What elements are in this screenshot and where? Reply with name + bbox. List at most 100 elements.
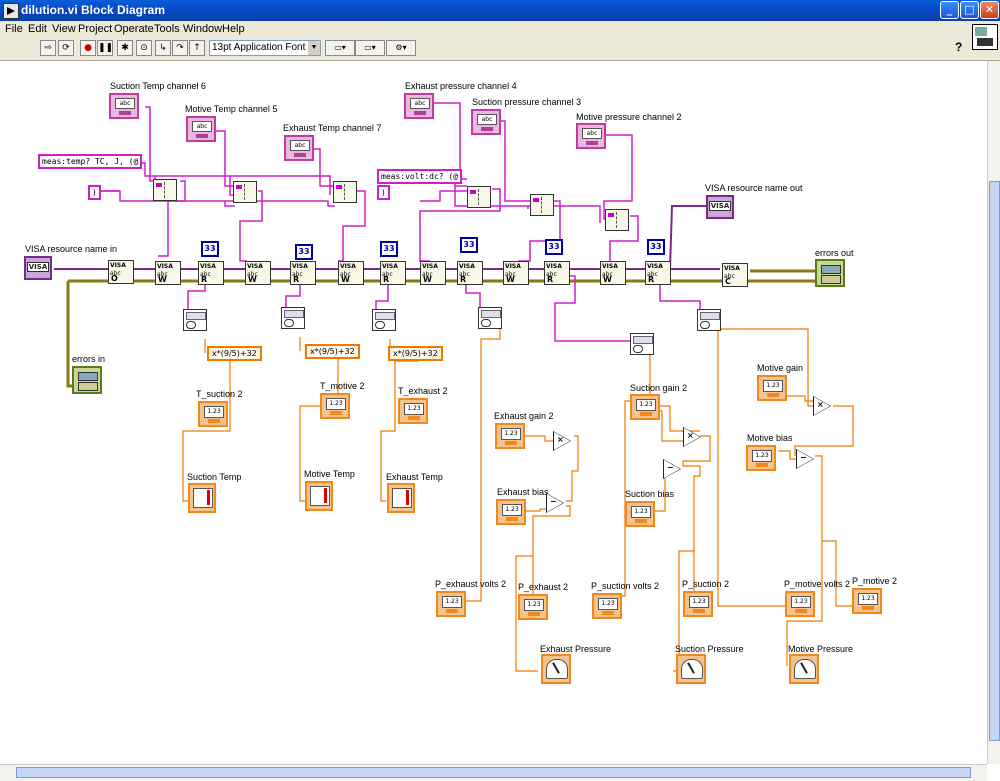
vi-app-icon[interactable] (3, 3, 19, 19)
exhaust-temp-channel-control[interactable] (284, 135, 314, 161)
menu-view[interactable]: View (52, 23, 76, 35)
suction-temp-thermometer[interactable] (188, 483, 216, 513)
subtract-node[interactable]: − (663, 459, 681, 479)
reorder-icon[interactable]: ⚙▾ (386, 40, 416, 56)
font-select[interactable]: 13pt Application Font▼ (209, 40, 321, 56)
run-arrow-icon[interactable]: ⇨ (40, 40, 56, 56)
multiply-node[interactable]: × (683, 427, 701, 447)
run-continuously-icon[interactable]: ⟳ (58, 40, 74, 56)
highlight-execution-icon[interactable]: ✱ (117, 40, 133, 56)
byte-count-constant[interactable]: 33 (380, 241, 398, 257)
byte-count-constant[interactable]: 33 (545, 239, 563, 255)
visa-read-node[interactable]: R (645, 261, 671, 285)
horizontal-scroll-thumb[interactable] (16, 767, 971, 778)
suction-temp-channel-control[interactable] (109, 93, 139, 119)
motive-pressure-gauge[interactable] (789, 654, 819, 684)
visa-read-node[interactable]: R (457, 261, 483, 285)
p-exhaust-indicator[interactable] (518, 594, 548, 620)
scan-from-string-node[interactable] (630, 333, 654, 355)
t-exhaust-indicator[interactable] (398, 398, 428, 424)
subtract-node[interactable]: − (546, 493, 564, 513)
suction-pressure-channel-control[interactable] (471, 109, 501, 135)
help-icon[interactable]: ? (955, 40, 963, 54)
abort-icon[interactable]: ● (80, 40, 96, 56)
vertical-scroll-thumb[interactable] (989, 181, 1000, 741)
concatenate-strings-node[interactable] (530, 194, 554, 216)
t-suction-indicator[interactable] (198, 401, 228, 427)
suction-bias-control[interactable] (625, 501, 655, 527)
t-motive-indicator[interactable] (320, 393, 350, 419)
scan-from-string-node[interactable] (478, 307, 502, 329)
multiply-node[interactable]: × (813, 396, 831, 416)
vi-connector-icon[interactable] (972, 24, 998, 50)
distribute-objects-icon[interactable]: ▭▾ (355, 40, 385, 56)
menu-window[interactable]: Window (183, 23, 223, 35)
formula-node[interactable]: x*(9/5)+32 (207, 346, 262, 361)
visa-write-node[interactable]: W (600, 261, 626, 285)
visa-write-node[interactable]: W (503, 261, 529, 285)
visa-write-node[interactable]: W (245, 261, 271, 285)
visa-read-node[interactable]: R (290, 261, 316, 285)
motive-gain-control[interactable] (757, 375, 787, 401)
retain-wire-values-icon[interactable]: ⊙ (136, 40, 152, 56)
menu-help[interactable]: Help (222, 23, 245, 35)
motive-pressure-channel-control[interactable] (576, 123, 606, 149)
motive-temp-thermometer[interactable] (305, 481, 333, 511)
suction-pressure-gauge[interactable] (676, 654, 706, 684)
byte-count-constant[interactable]: 33 (460, 237, 478, 253)
byte-count-constant[interactable]: 33 (295, 244, 313, 260)
concatenate-strings-node[interactable] (153, 179, 177, 201)
visa-write-node[interactable]: W (420, 261, 446, 285)
suction-gain-control[interactable] (630, 394, 660, 420)
byte-count-constant[interactable]: 33 (647, 239, 665, 255)
motive-temp-channel-control[interactable] (186, 116, 216, 142)
scan-from-string-node[interactable] (372, 309, 396, 331)
visa-read-node[interactable]: R (380, 261, 406, 285)
scan-from-string-node[interactable] (697, 309, 721, 331)
exhaust-gain-control[interactable] (495, 423, 525, 449)
p-suction-indicator[interactable] (683, 591, 713, 617)
visa-resource-out-indicator[interactable] (706, 195, 734, 219)
visa-write-node[interactable]: W (338, 261, 364, 285)
errors-in-control[interactable] (72, 366, 102, 394)
concatenate-strings-node[interactable] (233, 181, 257, 203)
pause-icon[interactable]: ❚❚ (97, 40, 113, 56)
menu-edit[interactable]: Edit (28, 23, 47, 35)
minimize-button[interactable]: _ (940, 1, 959, 19)
concatenate-strings-node[interactable] (605, 209, 629, 231)
p-exhaust-volts-indicator[interactable] (436, 591, 466, 617)
visa-open-node[interactable]: O (108, 260, 134, 284)
menu-project[interactable]: Project (78, 23, 113, 35)
motive-bias-control[interactable] (746, 445, 776, 471)
p-suction-volts-indicator[interactable] (592, 593, 622, 619)
byte-count-constant[interactable]: 33 (201, 241, 219, 257)
vertical-scrollbar[interactable] (987, 61, 1000, 764)
step-into-icon[interactable]: ↳ (155, 40, 171, 56)
temp-command-constant[interactable]: meas:temp? TC, J, (@ (38, 154, 143, 169)
multiply-node[interactable]: × (553, 431, 571, 451)
menu-tools[interactable]: Tools (154, 23, 180, 35)
visa-close-node[interactable]: C (722, 263, 748, 287)
exhaust-temp-thermometer[interactable] (387, 483, 415, 513)
volt-command-constant[interactable]: meas:volt:dc? (@ (377, 169, 463, 184)
exhaust-bias-control[interactable] (496, 499, 526, 525)
visa-read-node[interactable]: R (544, 261, 570, 285)
subtract-node[interactable]: − (796, 449, 814, 469)
maximize-button[interactable]: □ (960, 1, 979, 19)
concatenate-strings-node[interactable] (333, 181, 357, 203)
align-objects-icon[interactable]: ▭▾ (325, 40, 355, 56)
horizontal-scrollbar[interactable] (0, 764, 987, 781)
close-button[interactable]: ✕ (980, 1, 999, 19)
visa-write-node[interactable]: W (155, 261, 181, 285)
errors-out-indicator[interactable] (815, 259, 845, 287)
menu-operate[interactable]: Operate (114, 23, 154, 35)
exhaust-pressure-channel-control[interactable] (404, 93, 434, 119)
step-over-icon[interactable]: ↷ (172, 40, 188, 56)
p-motive-indicator[interactable] (852, 588, 882, 614)
formula-node[interactable]: x*(9/5)+32 (388, 346, 443, 361)
concatenate-strings-node[interactable] (467, 186, 491, 208)
formula-node[interactable]: x*(9/5)+32 (305, 344, 360, 359)
visa-read-node[interactable]: R (198, 261, 224, 285)
block-diagram-canvas[interactable]: Suction Temp channel 6 Motive Temp chann… (0, 61, 987, 764)
step-out-icon[interactable]: ↑ (189, 40, 205, 56)
